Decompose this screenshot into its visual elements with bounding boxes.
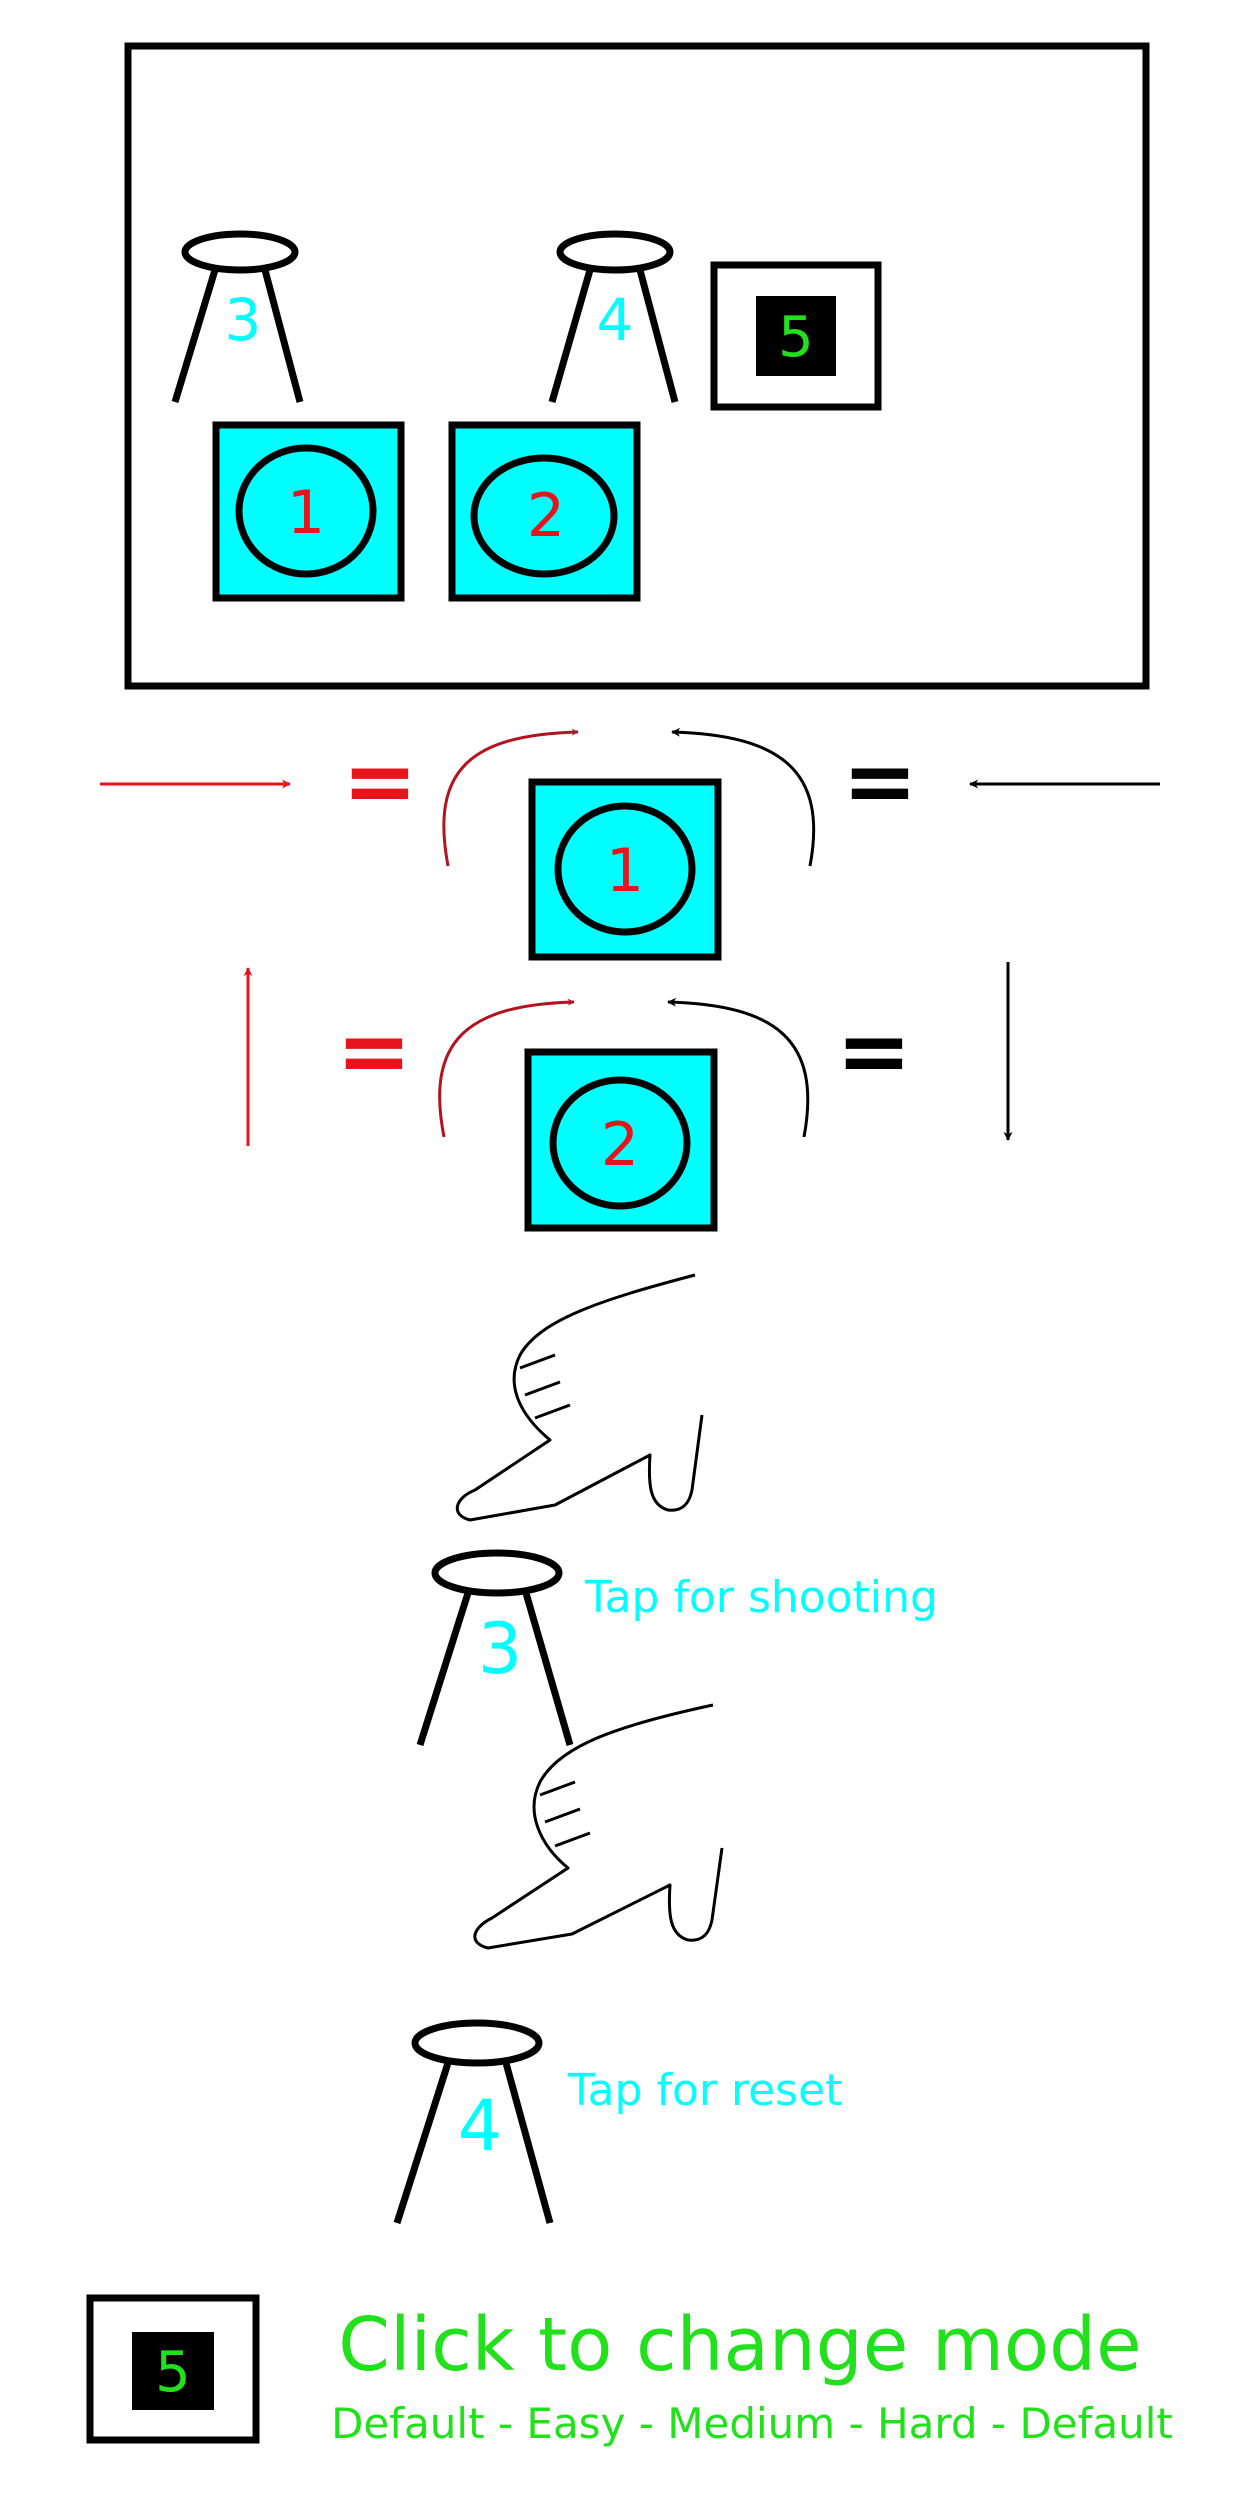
control-row-2: = 2 =	[243, 962, 1013, 1232]
equals-sign: =	[342, 729, 417, 834]
stand-4-label: 4	[597, 286, 634, 354]
stand-4-icon[interactable]: 4	[393, 2019, 554, 2225]
mode-button[interactable]: 5	[710, 261, 882, 411]
button-1-label: 1	[287, 478, 325, 548]
stand-3-label: 3	[478, 1608, 523, 1690]
control-row-1: = 1 =	[100, 727, 1160, 961]
mode-button-label: 5	[155, 2340, 191, 2405]
mode-button[interactable]: 5	[86, 2294, 260, 2444]
mode-cycle-text: Default - Easy - Medium - Hard - Default	[331, 2399, 1173, 2448]
mode-section: 5 Click to change mode Default - Easy - …	[86, 2294, 1173, 2448]
overview-panel: 3 4 5 1 2	[124, 42, 1150, 690]
equals-sign: =	[836, 999, 911, 1104]
equals-sign: =	[336, 999, 411, 1104]
button-1-label: 1	[606, 836, 644, 906]
curved-arrow-icon	[667, 997, 810, 1138]
stand-4-label: 4	[458, 2085, 503, 2167]
button-2[interactable]: 2	[448, 421, 641, 602]
curved-arrow-icon	[438, 998, 575, 1138]
equals-sign: =	[842, 729, 917, 834]
button-2-label: 2	[601, 1110, 639, 1180]
stand-3-icon[interactable]: 3	[171, 230, 304, 404]
stand-3-label: 3	[225, 286, 262, 354]
pointing-hand-icon	[456, 1273, 704, 1522]
button-2[interactable]: 2	[524, 1048, 718, 1232]
stand-4-icon[interactable]: 4	[548, 230, 679, 403]
mode-title: Click to change mode	[338, 2302, 1141, 2388]
shoot-instruction-text: Tap for shooting	[584, 1572, 938, 1623]
reset-instruction: 4 Tap for reset	[393, 1703, 842, 2225]
curved-arrow-icon	[442, 728, 579, 867]
button-1[interactable]: 1	[528, 778, 722, 961]
button-1[interactable]: 1	[212, 421, 405, 602]
mode-button-label: 5	[778, 305, 814, 370]
pointing-hand-icon	[473, 1703, 724, 1950]
button-2-label: 2	[527, 481, 565, 551]
reset-instruction-text: Tap for reset	[567, 2065, 842, 2116]
shoot-instruction: 3 Tap for shooting	[416, 1273, 938, 1747]
curved-arrow-icon	[671, 727, 816, 867]
stand-3-icon[interactable]: 3	[416, 1549, 574, 1747]
